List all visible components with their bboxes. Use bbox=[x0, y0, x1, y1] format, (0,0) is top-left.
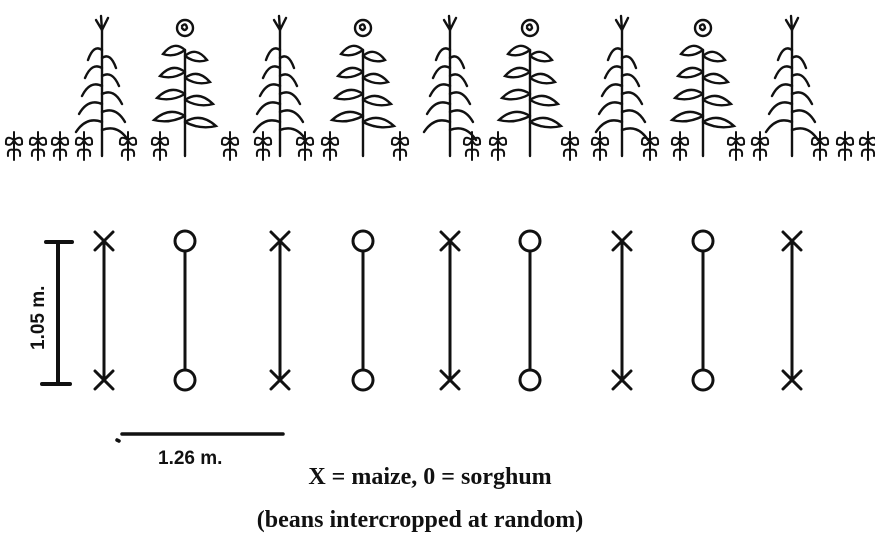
maize-row-7 bbox=[611, 230, 633, 391]
bean-plant-16 bbox=[640, 131, 660, 161]
row-layout bbox=[93, 229, 803, 392]
bean-plant-6 bbox=[150, 131, 170, 161]
bean-plant-1 bbox=[4, 131, 24, 161]
maize-row-5 bbox=[439, 230, 461, 391]
bean-plant-9 bbox=[295, 131, 315, 161]
maize-row-9 bbox=[781, 230, 803, 391]
bean-plant-20 bbox=[810, 131, 830, 161]
legend-caption: X = maize, 0 = sorghum bbox=[308, 464, 552, 490]
bean-plant-19 bbox=[750, 131, 770, 161]
sorghum-row-6 bbox=[518, 229, 542, 392]
sorghum-plant-2 bbox=[151, 18, 219, 158]
bean-plant-2 bbox=[28, 131, 48, 161]
bean-plant-5 bbox=[118, 131, 138, 161]
note-caption: (beans intercropped at random) bbox=[256, 507, 584, 533]
bean-plant-4 bbox=[74, 131, 94, 161]
sorghum-plant-4 bbox=[329, 18, 397, 158]
maize-row-1 bbox=[93, 230, 115, 391]
maize-plant-9 bbox=[764, 14, 820, 158]
vertical-scale-label: 1.05 m. bbox=[28, 286, 49, 350]
sorghum-plant-6 bbox=[496, 18, 564, 158]
maize-plant-7 bbox=[594, 14, 650, 158]
bean-plant-8 bbox=[253, 131, 273, 161]
sorghum-plant-8 bbox=[669, 18, 737, 158]
bean-plant-14 bbox=[560, 131, 580, 161]
maize-plant-5 bbox=[422, 14, 478, 158]
sorghum-row-2 bbox=[173, 229, 197, 392]
maize-row-3 bbox=[269, 230, 291, 391]
plant-illustration bbox=[4, 14, 875, 161]
sorghum-row-8 bbox=[691, 229, 715, 392]
maize-plant-1 bbox=[74, 14, 130, 158]
bean-plant-3 bbox=[50, 131, 70, 161]
maize-plant-3 bbox=[252, 14, 308, 158]
bean-plant-17 bbox=[670, 131, 690, 161]
vertical-scale-bar bbox=[40, 240, 74, 386]
bean-plant-12 bbox=[462, 131, 482, 161]
bean-plant-18 bbox=[726, 131, 746, 161]
bean-plant-11 bbox=[390, 131, 410, 161]
horizontal-scale-label: 1.26 m. bbox=[158, 448, 222, 469]
bean-plant-7 bbox=[220, 131, 240, 161]
bean-plant-22 bbox=[858, 131, 875, 161]
bean-plant-10 bbox=[320, 131, 340, 161]
bean-plant-15 bbox=[590, 131, 610, 161]
sorghum-row-4 bbox=[351, 229, 375, 392]
bean-plant-21 bbox=[835, 131, 855, 161]
bean-plant-13 bbox=[488, 131, 508, 161]
horizontal-scale-bar bbox=[115, 432, 285, 443]
